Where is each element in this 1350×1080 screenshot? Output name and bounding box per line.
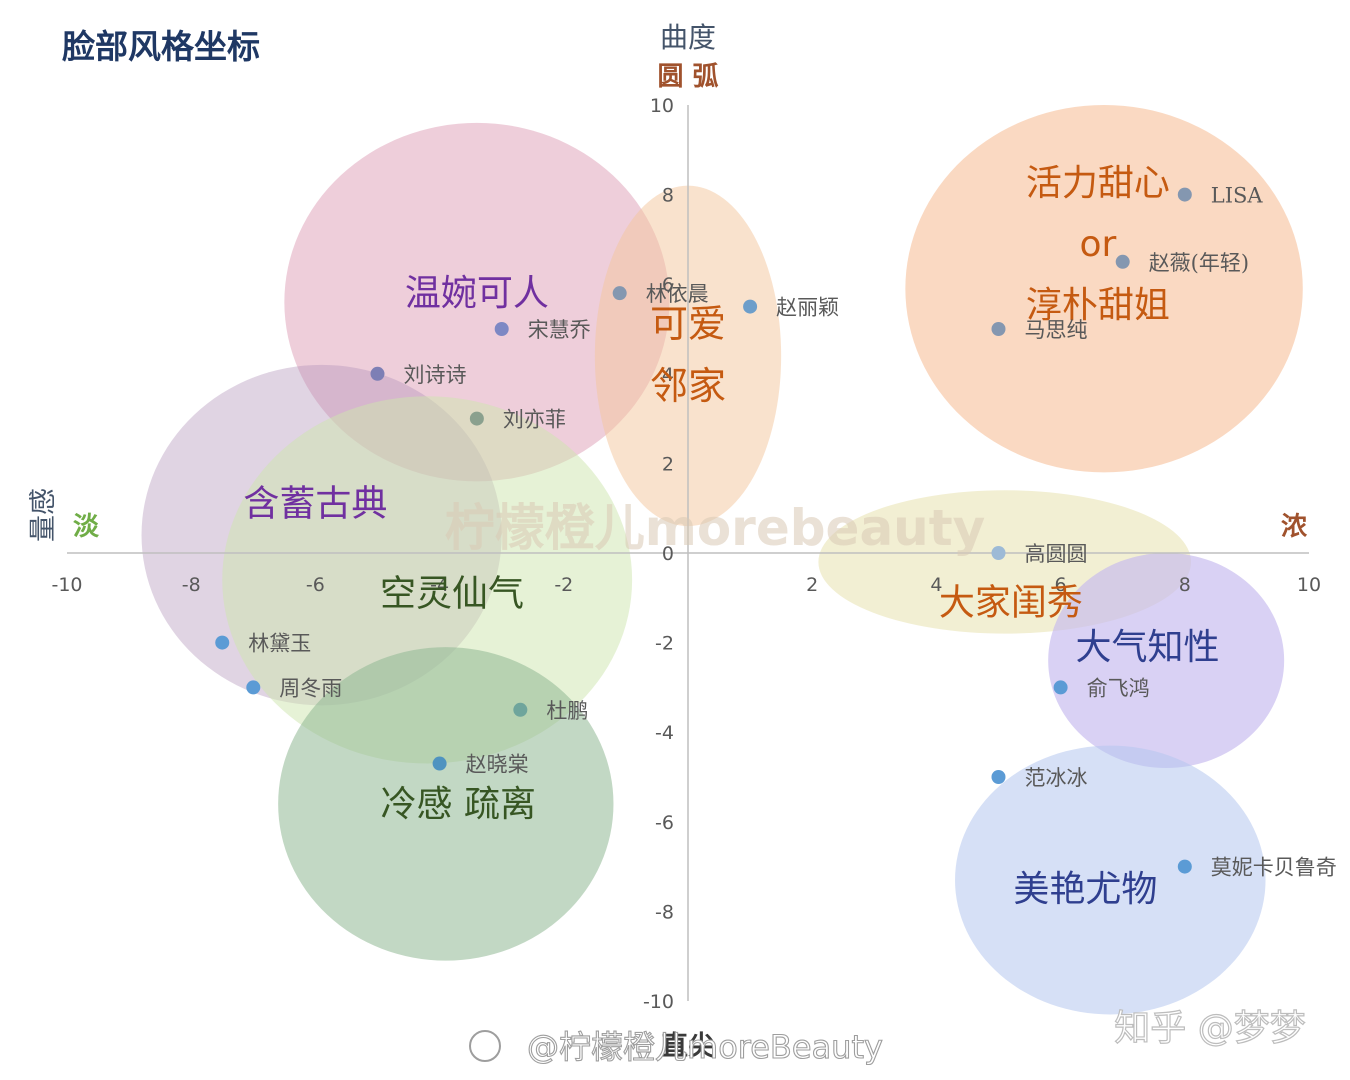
data-point bbox=[991, 546, 1006, 560]
x-axis-left-label: 量感 bbox=[28, 488, 59, 542]
data-point bbox=[494, 322, 509, 336]
region-label: 大家闺秀 bbox=[939, 582, 1083, 623]
y-tick-label: 2 bbox=[662, 453, 674, 475]
region-label: or bbox=[1079, 224, 1116, 265]
x-tick-label: -6 bbox=[306, 574, 325, 596]
data-point bbox=[469, 411, 484, 426]
region-label: 可爱 bbox=[650, 302, 726, 346]
region-ellipse-3 bbox=[278, 647, 614, 961]
data-point-label: 刘亦菲 bbox=[503, 408, 566, 432]
y-tick-label: -2 bbox=[655, 633, 674, 655]
data-point bbox=[1115, 254, 1130, 269]
data-point-label: 赵晓棠 bbox=[466, 753, 529, 777]
data-point-label: 杜鹏 bbox=[546, 699, 588, 723]
data-point-label: 高圆圆 bbox=[1025, 542, 1088, 566]
x-tick-label: 4 bbox=[930, 574, 942, 596]
region-ellipse-7 bbox=[1048, 553, 1285, 769]
region-label: 活力甜心 bbox=[1026, 163, 1170, 204]
data-point bbox=[991, 322, 1006, 336]
x-tick-label: -8 bbox=[182, 574, 201, 596]
watermark-weibo: @柠檬橙儿moreBeauty bbox=[527, 1028, 883, 1066]
y-tick-label: 0 bbox=[662, 543, 674, 565]
data-point-label: 林依晨 bbox=[646, 282, 709, 306]
y-axis-bottom-label: 直尖 bbox=[661, 1031, 715, 1062]
region-label: 冷感 疏离 bbox=[381, 784, 536, 825]
data-point bbox=[513, 702, 528, 717]
region-ellipse-0 bbox=[284, 122, 670, 482]
chart-title: 脸部风格坐标 bbox=[62, 27, 260, 66]
region-label: 美艳尤物 bbox=[1013, 869, 1157, 910]
y-tick-label: -8 bbox=[655, 901, 674, 923]
data-point-label: LISA bbox=[1211, 184, 1264, 208]
data-point-label: 马思纯 bbox=[1025, 318, 1088, 342]
y-tick-label: 10 bbox=[650, 95, 674, 117]
data-point bbox=[370, 366, 385, 381]
y-tick-label: -6 bbox=[655, 812, 674, 834]
y-tick-label: -10 bbox=[643, 991, 674, 1013]
x-tick-label: 10 bbox=[1297, 574, 1321, 596]
region-label: 邻家 bbox=[650, 364, 726, 408]
x-tick-label: 6 bbox=[1055, 574, 1067, 596]
data-point-label: 赵丽颖 bbox=[776, 296, 839, 320]
data-point-label: 宋慧乔 bbox=[528, 318, 591, 342]
y-tick-label: 6 bbox=[662, 274, 674, 296]
data-point bbox=[215, 635, 230, 650]
y-axis-top-label: 曲度 bbox=[660, 21, 716, 54]
x-tick-label: -2 bbox=[554, 574, 573, 596]
data-point bbox=[743, 299, 758, 314]
data-point-label: 莫妮卡贝鲁奇 bbox=[1211, 856, 1337, 880]
region-label: 空灵仙气 bbox=[380, 573, 524, 614]
data-point bbox=[612, 286, 627, 301]
region-label: 淳朴甜姐 bbox=[1026, 285, 1170, 326]
y-tick-label: 8 bbox=[662, 185, 674, 207]
y-tick-label: 4 bbox=[662, 364, 674, 386]
data-point bbox=[1053, 680, 1068, 695]
x-tick-label: -4 bbox=[430, 574, 449, 596]
region-ellipse-8 bbox=[955, 745, 1266, 1015]
y-axis-top-sublabel: 圆 弧 bbox=[657, 62, 718, 92]
x-tick-label: 8 bbox=[1179, 574, 1191, 596]
data-point-label: 俞飞鸿 bbox=[1087, 676, 1150, 700]
watermark-zhihu: 知乎 @梦梦 bbox=[1114, 1008, 1305, 1049]
x-tick-label: -10 bbox=[51, 574, 82, 596]
data-point-label: 周冬雨 bbox=[279, 676, 342, 700]
data-point bbox=[1177, 859, 1192, 874]
region-ellipse-5 bbox=[905, 105, 1303, 473]
watermark-text: 柠檬橙儿morebeauty bbox=[445, 499, 986, 557]
data-point-label: 赵薇(年轻) bbox=[1149, 251, 1249, 275]
data-point-label: 刘诗诗 bbox=[404, 363, 467, 387]
x-tick-label: 2 bbox=[806, 574, 818, 596]
x-axis-right-label: 浓 bbox=[1281, 512, 1308, 542]
data-point bbox=[1177, 187, 1192, 202]
x-axis-left-sublabel: 淡 bbox=[73, 512, 100, 542]
region-label: 含蓄古典 bbox=[243, 484, 387, 525]
weibo-icon bbox=[469, 1030, 501, 1062]
region-label: 大气知性 bbox=[1076, 627, 1220, 668]
region-label: 温婉可人 bbox=[405, 273, 549, 314]
data-point bbox=[246, 680, 261, 695]
data-point bbox=[991, 770, 1006, 784]
data-point-label: 林黛玉 bbox=[248, 632, 311, 656]
data-point bbox=[432, 756, 447, 771]
data-point-label: 范冰冰 bbox=[1025, 766, 1088, 790]
y-tick-label: -4 bbox=[655, 722, 674, 744]
